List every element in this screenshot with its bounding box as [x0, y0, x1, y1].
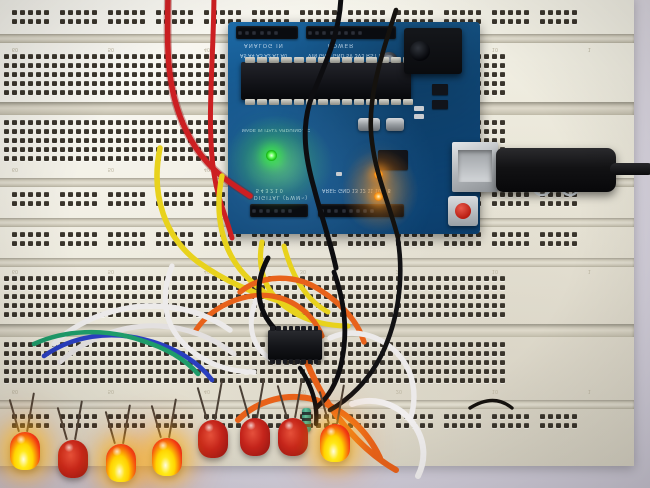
- power-header[interactable]: [306, 26, 396, 39]
- wire-jumper-black-d: [297, 365, 319, 427]
- led-highlight: [326, 427, 336, 437]
- dip-ic: [268, 326, 322, 364]
- wire-power-red-left: [164, 0, 253, 199]
- wire-jumper-white-e: [327, 330, 417, 423]
- led-3-on: [106, 444, 136, 482]
- wire-black-right-rail: [468, 398, 514, 410]
- wire-jumper-black-c: [327, 237, 403, 413]
- smd-passive-2: [414, 114, 424, 119]
- barrel-power-jack: [404, 28, 462, 74]
- reset-button[interactable]: [448, 196, 478, 226]
- wire-jumper-yellow-c: [257, 239, 351, 329]
- smd-passive-3: [336, 172, 342, 176]
- wire-jumper-yellow-d: [281, 243, 331, 315]
- wire-power-red-right: [207, 0, 235, 241]
- wire-jumper-yellow-a: [154, 145, 279, 303]
- breadboard-groove: [0, 258, 634, 267]
- top-power-rail-row: [12, 10, 588, 15]
- middle-power-rail-b-row: [12, 241, 588, 246]
- smd-chip: [432, 100, 448, 109]
- led-7-off: [278, 418, 308, 456]
- wire-jumper-orange-c: [303, 357, 399, 473]
- led-highlight: [16, 435, 26, 445]
- led-8-on: [320, 424, 350, 462]
- wire-black-board-right: [368, 7, 401, 241]
- power-led: [266, 150, 277, 161]
- led-5-off: [198, 420, 228, 458]
- led-highlight: [112, 447, 122, 457]
- reset-button-cap[interactable]: [455, 203, 471, 219]
- usb-cable-cord: [610, 163, 650, 175]
- digital-header-high[interactable]: [318, 204, 404, 217]
- led-highlight: [158, 441, 168, 451]
- wire-jumper-black-a: [256, 255, 279, 333]
- wire-jumper-orange-b: [193, 292, 325, 339]
- top-power-rail-row: [12, 19, 588, 24]
- mid-terminal-strip-row: [4, 312, 508, 317]
- usb-cable-plug: [496, 148, 616, 192]
- led-4-on: [152, 438, 182, 476]
- wire-jumper-white-a: [51, 303, 233, 347]
- wire-jumper-white-f: [349, 397, 427, 479]
- wire-jumper-white-b: [57, 323, 237, 365]
- led-1-on: [10, 432, 40, 470]
- wire-jumper-white-d: [248, 297, 275, 363]
- analog-header[interactable]: [236, 26, 298, 39]
- wire-jumper-blue: [41, 333, 215, 383]
- smd-ic: [378, 150, 408, 170]
- led-2-off: [58, 440, 88, 478]
- led-highlight: [284, 421, 294, 431]
- smd-passive-1: [414, 106, 424, 111]
- led-highlight: [64, 443, 74, 453]
- wire-jumper-green: [31, 329, 201, 377]
- wire-jumper-black-b: [313, 269, 348, 411]
- led-highlight: [246, 421, 256, 431]
- power-header-pins: [308, 28, 394, 37]
- analog-header-pins: [238, 28, 296, 37]
- led-6-off: [240, 418, 270, 456]
- led-highlight: [204, 423, 214, 433]
- crystal-oscillator-2: [386, 118, 404, 131]
- voltage-regulator: [432, 84, 448, 95]
- wire-jumper-white-c: [162, 263, 257, 375]
- wire-ground-black-top: [302, 0, 344, 271]
- rx-led: [374, 192, 383, 201]
- usb-type-b-connector: [452, 142, 498, 192]
- mid-terminal-strip-lower-row: [4, 378, 508, 383]
